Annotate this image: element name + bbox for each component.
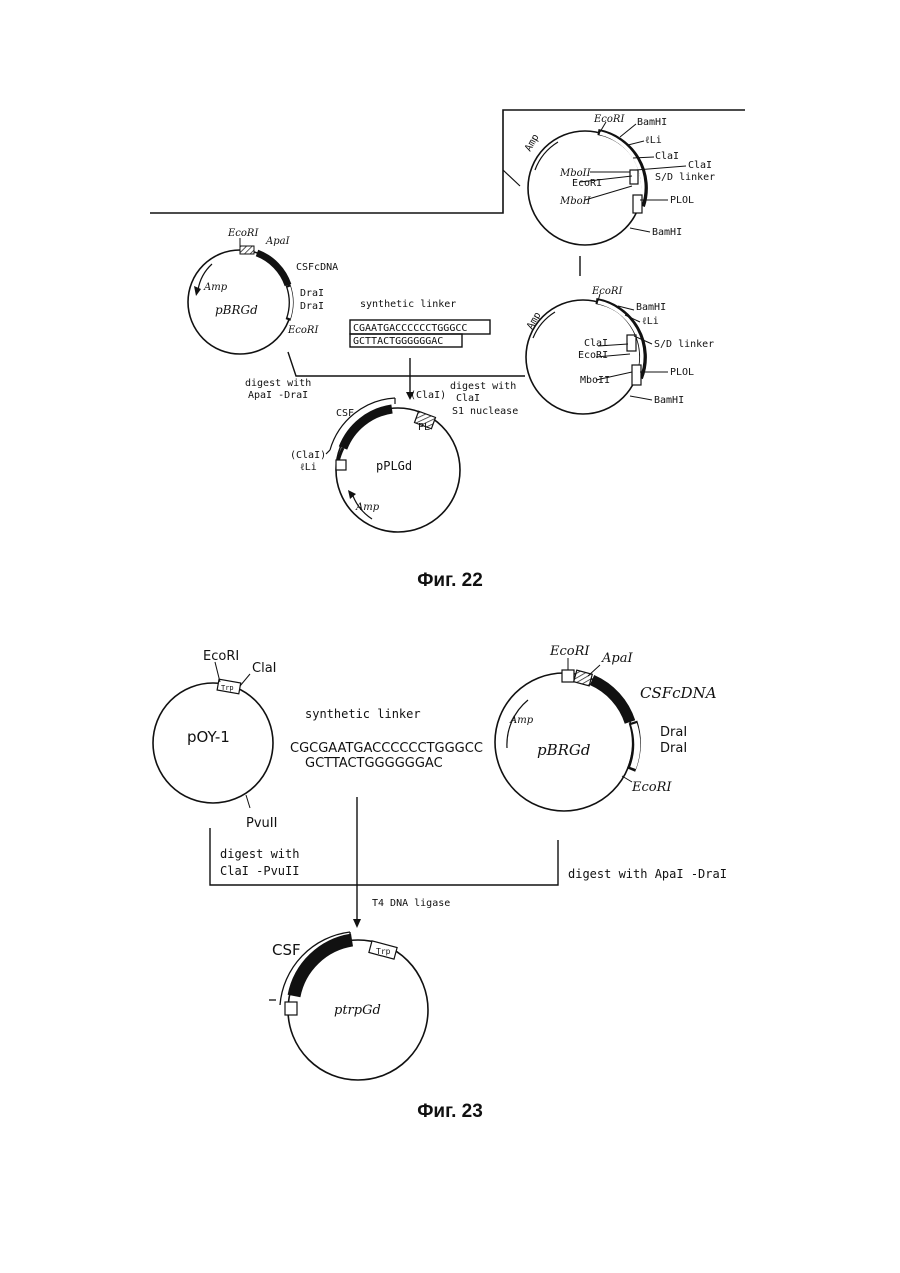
plasmid-poy1: Trp EcoRI ClaI PvuII pOY-1 xyxy=(153,649,277,831)
label-apai: ApaI xyxy=(265,236,291,247)
plasmid-name-pbrgd-23: pBRGd xyxy=(537,741,591,759)
label-pvuii-poy: PvuII xyxy=(246,816,277,831)
amp-label-mid: Amp xyxy=(525,310,544,331)
label-ecori-poy: EcoRI xyxy=(203,649,239,664)
label-mid-clai: ClaI xyxy=(584,338,608,349)
label-apai-23: ApaI xyxy=(601,651,633,666)
label-mid-ecori-1: EcoRI xyxy=(591,286,623,297)
linker-seq-1-23: CGCGAATGACCCCCCTGGGCC xyxy=(290,741,483,756)
label-ecori-top: EcoRI xyxy=(227,228,259,239)
label-mboii-2: MboII xyxy=(559,196,592,207)
digest-left-line2: ApaI -DraI xyxy=(248,390,308,401)
label-csf: CSF xyxy=(336,408,354,419)
label-cla-top: (ClaI) xyxy=(410,390,446,401)
digest-left-line1: digest with xyxy=(245,378,311,389)
synthetic-linker-23: synthetic linker CGCGAATGACCCCCCTGGGCC G… xyxy=(290,707,483,771)
connector-arrow-top xyxy=(503,170,520,186)
label-li-bottom: ℓLi xyxy=(300,462,317,473)
linker-title-23: synthetic linker xyxy=(305,707,421,721)
plasmid-pplgd: CSF (ClaI) PL (ClaI) ℓLi Amp pPLGd xyxy=(290,390,460,532)
figure-22: Amp EcoRI BamHI ℓLi ClaI ClaI MboII S/D … xyxy=(150,110,745,591)
digest-left-23-line1: digest with xyxy=(220,847,299,861)
digest-left-23-line2: ClaI -PvuII xyxy=(220,864,299,878)
digest-right-line3: S1 nuclease xyxy=(452,406,518,417)
label-trp-result: Trp xyxy=(376,947,391,956)
linker-seq-2: GCTTACTGGGGGGAC xyxy=(353,336,443,347)
label-clai-1: ClaI xyxy=(655,151,679,162)
label-mid-ecori-2: EcoRI xyxy=(578,350,608,361)
label-mid-mboii: MboII xyxy=(580,375,610,386)
caption-fig23: Фиг. 23 xyxy=(417,1101,483,1122)
label-amp: Amp xyxy=(203,282,228,293)
plasmid-ptrpgd: Trp CSF ptrpGd xyxy=(269,932,428,1080)
label-amp-bottom: Amp xyxy=(355,502,380,513)
linker-seq-2-23: GCTTACTGGGGGGAC xyxy=(305,756,443,771)
label-pl: PL xyxy=(418,422,430,433)
label-mid-plol: PLOL xyxy=(670,367,694,378)
label-cla-left: (ClaI) xyxy=(290,450,326,461)
plasmid-name-pplgd: pPLGd xyxy=(376,459,412,473)
label-clai-2: ClaI xyxy=(688,160,712,171)
label-mid-li: ℓLi xyxy=(642,316,659,327)
digest-right-23: digest with ApaI -DraI xyxy=(568,867,727,881)
label-sd-linker: S/D linker xyxy=(655,172,715,183)
label-ecori-bottom-23: EcoRI xyxy=(631,780,672,795)
connector-bracket-22 xyxy=(288,352,525,376)
label-mid-bamhi-2: BamHI xyxy=(654,395,684,406)
label-ecori-2: EcoRI xyxy=(572,178,602,189)
label-plol: PLOL xyxy=(670,195,694,206)
ligase-label: T4 DNA ligase xyxy=(372,898,450,909)
label-csfcdna-23: CSFcDNA xyxy=(640,684,717,702)
linker-seq-1: CGAATGACCCCCCTGGGCC xyxy=(353,323,467,334)
plasmid-name-pbrgd: pBRGd xyxy=(215,303,258,317)
label-clai-poy: ClaI xyxy=(252,661,277,676)
plasmid-mid-right: Amp EcoRI BamHI ℓLi S/D linker ClaI EcoR… xyxy=(525,286,714,414)
label-li: ℓLi xyxy=(645,135,662,146)
label-amp-23: Amp xyxy=(509,715,534,726)
label-drai-2-23: DraI xyxy=(660,741,687,756)
plasmid-pbrgd-23: EcoRI ApaI CSFcDNA DraI DraI EcoRI Amp p… xyxy=(495,644,717,811)
label-csf-result: CSF xyxy=(272,941,301,959)
digest-right-line2: ClaI xyxy=(456,393,480,404)
label-mid-sd: S/D linker xyxy=(654,339,714,350)
synthetic-linker-22: synthetic linker CGAATGACCCCCCTGGGCC GCT… xyxy=(350,299,490,347)
label-csfcdna: CSFcDNA xyxy=(296,262,338,273)
label-drai-1: DraI xyxy=(300,288,324,299)
label-bamhi-2: BamHI xyxy=(652,227,682,238)
label-ecori-1: EcoRI xyxy=(593,114,625,125)
amp-label: Amp xyxy=(523,132,542,153)
label-drai-1-23: DraI xyxy=(660,725,687,740)
label-bamhi-1: BamHI xyxy=(637,117,667,128)
plasmid-name-ptrpgd: ptrpGd xyxy=(334,1003,381,1018)
label-ecori-bottom: EcoRI xyxy=(287,325,319,336)
digest-right-line1: digest with xyxy=(450,381,516,392)
label-drai-2: DraI xyxy=(300,301,324,312)
label-mid-bamhi-1: BamHI xyxy=(636,302,666,313)
plasmid-pbrgd-22: EcoRI ApaI CSFcDNA DraI DraI EcoRI Amp p… xyxy=(188,228,338,354)
plasmid-name-poy1: pOY-1 xyxy=(187,728,230,746)
plasmid-top-right: Amp EcoRI BamHI ℓLi ClaI ClaI MboII S/D … xyxy=(523,114,715,245)
label-ecori-top-23: EcoRI xyxy=(549,644,590,659)
linker-title: synthetic linker xyxy=(360,299,456,310)
caption-fig22: Фиг. 22 xyxy=(417,570,483,591)
label-trp-poy: Trp xyxy=(221,684,234,692)
figure-23: Trp EcoRI ClaI PvuII pOY-1 synthetic lin… xyxy=(153,644,727,1122)
